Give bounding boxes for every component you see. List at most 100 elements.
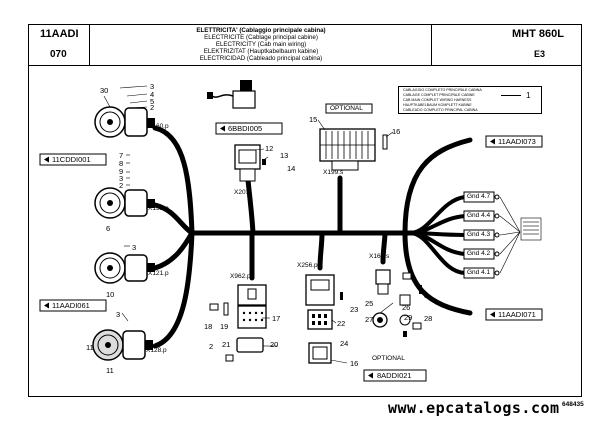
callout: 2 bbox=[119, 181, 124, 190]
callout: 10 bbox=[106, 290, 115, 299]
connector-label-x128: X128.p bbox=[146, 347, 167, 354]
callout: 8 bbox=[424, 291, 429, 300]
header-code-top: 11AADI bbox=[40, 28, 79, 40]
ground-branches bbox=[409, 195, 466, 275]
callout: 3 bbox=[150, 82, 155, 91]
connector-x201 bbox=[234, 144, 266, 182]
ground-label: Gnd 4.1 bbox=[467, 269, 491, 276]
callout: 24 bbox=[340, 339, 349, 348]
callout: 4 bbox=[150, 90, 155, 99]
callout: 3 bbox=[119, 174, 124, 183]
connector-label-x163: X163.s bbox=[369, 253, 390, 260]
callout-leaders bbox=[103, 85, 394, 364]
legend-line: CAB MAIN COMPLET WIRING HARNESS bbox=[403, 98, 472, 102]
title-de: ELEKTRIZITAT (Hauptkabelbaum kabine) bbox=[203, 48, 319, 55]
round-connector-x121 bbox=[94, 252, 155, 284]
callout: 16 bbox=[350, 359, 359, 368]
connector-label-x256: X256.p bbox=[297, 262, 318, 269]
ground-bolt-icon bbox=[520, 217, 542, 241]
connector-label-x962: X962.p bbox=[230, 273, 251, 280]
ref-11aadi061[interactable]: 11AADI061 bbox=[52, 301, 90, 310]
legend-arrow bbox=[501, 95, 521, 96]
top-relay-component bbox=[207, 80, 256, 109]
callout: 30 bbox=[100, 86, 109, 95]
header-title-cell: ELETTRICITA' (Cablaggio principale cabin… bbox=[90, 24, 432, 66]
ground-label: Gnd 4.2 bbox=[467, 250, 491, 257]
callout: 16 bbox=[392, 127, 401, 136]
callout: 28 bbox=[424, 314, 433, 323]
callout: 20 bbox=[270, 340, 279, 349]
ref-11aadi071[interactable]: 11AADI071 bbox=[498, 310, 536, 319]
legend-line: HAUPTKABELBAUM KOMPLETT KABINE bbox=[403, 103, 472, 107]
fuse-block-x199 bbox=[319, 128, 388, 171]
drawing-frame bbox=[28, 24, 582, 397]
callout: 25 bbox=[365, 299, 374, 308]
ref-11cddi001[interactable]: 11CDDI001 bbox=[52, 155, 91, 164]
callout: 19 bbox=[220, 322, 229, 331]
callout: 11 bbox=[86, 343, 94, 352]
connector-label-x160: X160.p bbox=[148, 123, 169, 130]
legend-line: CABLAGGIO COMPLETO PRINCIPALE CABINA bbox=[403, 88, 482, 92]
callout: 9 bbox=[119, 167, 124, 176]
ground-terminals bbox=[463, 191, 500, 279]
ground-leader-lines bbox=[499, 196, 521, 274]
ref-8addi021[interactable]: 8ADDI021 bbox=[377, 371, 412, 380]
callout: 3 bbox=[116, 310, 121, 319]
header-model-cell: MHT 860L E3 bbox=[432, 24, 582, 66]
ground-label: Gnd 4.3 bbox=[467, 231, 491, 238]
legend-ref: 1 bbox=[526, 91, 531, 100]
round-connector-x160 bbox=[94, 106, 155, 138]
callout: 2 bbox=[150, 103, 155, 112]
header-model: MHT 860L bbox=[512, 28, 564, 40]
callout: 22 bbox=[337, 319, 346, 328]
callout: 7 bbox=[119, 151, 124, 160]
title-it: ELETTRICITA' (Cablaggio principale cabin… bbox=[196, 27, 326, 34]
round-connector-x135 bbox=[94, 187, 155, 219]
callout: 26 bbox=[402, 303, 411, 312]
callout: 12 bbox=[265, 144, 274, 153]
header-section: E3 bbox=[534, 49, 546, 59]
ref-11aadi073[interactable]: 11AADI073 bbox=[498, 137, 536, 146]
image-number: 648435 bbox=[562, 401, 584, 408]
ground-label: Gnd 4.7 bbox=[467, 193, 491, 200]
ground-label: Gnd 4.4 bbox=[467, 212, 491, 219]
callout: 29 bbox=[404, 313, 413, 322]
ref-6bbdi005[interactable]: 6BBDI005 bbox=[228, 124, 263, 133]
callout: 13 bbox=[280, 151, 289, 160]
connector-label-x201: X201 bbox=[234, 189, 250, 196]
callout: 27 bbox=[365, 315, 374, 324]
title-es: ELECTRICIDAD (Cableado principal cabina) bbox=[199, 55, 323, 62]
harness-trunk bbox=[152, 125, 473, 349]
callout: 2 bbox=[209, 342, 214, 351]
callout: 14 bbox=[287, 164, 296, 173]
callout: 15 bbox=[309, 115, 318, 124]
legend-line: CABLAGE COMPLET PRINCIPALE CABINE bbox=[403, 93, 475, 97]
connector-label-x135: X135.p bbox=[148, 205, 169, 212]
optional-label: OPTIONAL bbox=[330, 105, 363, 112]
callout: 6 bbox=[106, 224, 111, 233]
optional-label: OPTIONAL bbox=[372, 355, 405, 362]
callout: 23 bbox=[350, 305, 359, 314]
header-code-cell: 11AADI 070 bbox=[28, 24, 90, 66]
callout: 11 bbox=[106, 366, 114, 375]
callout: 17 bbox=[272, 314, 281, 323]
connector-label-x121: X121.p bbox=[148, 270, 169, 277]
connector-x163 bbox=[372, 269, 422, 337]
callout: 5 bbox=[150, 97, 155, 106]
header-code-bottom: 070 bbox=[50, 49, 67, 60]
connector-label-x199: X199.s bbox=[323, 169, 344, 176]
callout: 21 bbox=[222, 340, 231, 349]
connector-x256 bbox=[305, 274, 343, 364]
title-fr: ELECTRICITE (Cablage principal cabine) bbox=[204, 34, 318, 41]
round-connector-x128 bbox=[92, 329, 153, 361]
connector-x962 bbox=[209, 284, 267, 362]
callout: 18 bbox=[204, 322, 213, 331]
watermark: www.epcatalogs.com bbox=[388, 399, 560, 417]
callout: 8 bbox=[119, 159, 124, 168]
callout: 3 bbox=[132, 243, 137, 252]
title-en: ELECTRICITY (Cab main wiring) bbox=[215, 41, 307, 48]
legend-line: CABLEADO COMPLETO PRINCIPAL CABINA bbox=[403, 108, 478, 112]
legend-box: CABLAGGIO COMPLETO PRINCIPALE CABINA CAB… bbox=[398, 86, 542, 114]
